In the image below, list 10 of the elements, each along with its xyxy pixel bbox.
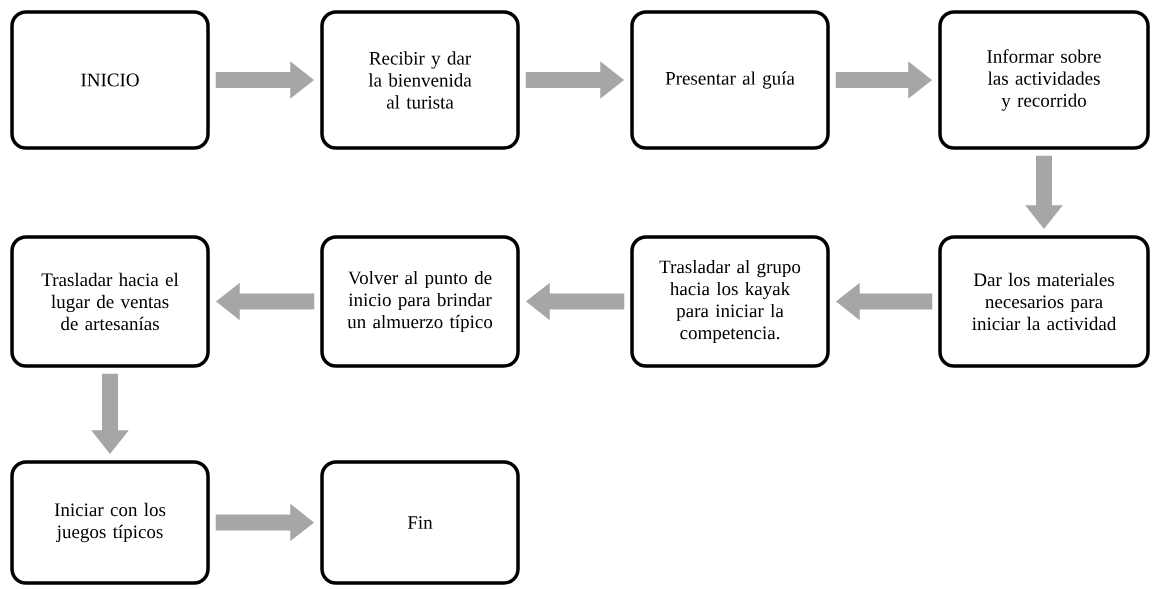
process-box: Trasladar hacia el lugar de ventas de artesanías [10, 235, 210, 368]
process-box: Trasladar al grupo hacia los kayak para iniciar la competencia. [630, 235, 830, 368]
process-box: Fin [320, 460, 520, 585]
process-box: Dar los materiales necesarios para iniciar la actividad [938, 235, 1150, 368]
process-box: INICIO [10, 10, 210, 150]
process-box: Presentar al guía [630, 10, 830, 150]
process-box: Recibir y dar la bienvenida al turista [320, 10, 520, 150]
process-box: Iniciar con los juegos típicos [10, 460, 210, 585]
process-box: Volver al punto de inicio para brindar un almuerzo típico [320, 235, 520, 368]
process-box: Informar sobre las actividades y recorrido [938, 10, 1150, 150]
